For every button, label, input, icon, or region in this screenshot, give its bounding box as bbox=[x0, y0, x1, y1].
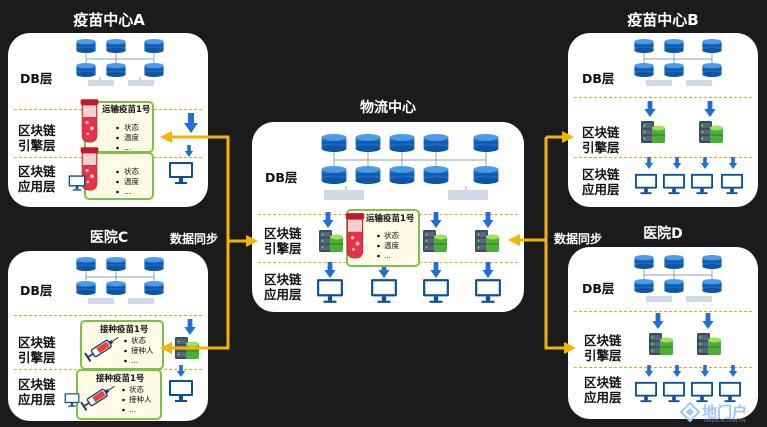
card-item: 状态 bbox=[131, 336, 146, 345]
db-cluster bbox=[634, 39, 722, 86]
card-title: 运输疫苗1号 bbox=[102, 105, 151, 115]
layer-divider bbox=[574, 157, 752, 158]
db-layer-label: DB层 bbox=[582, 71, 615, 86]
db-layer-label: DB层 bbox=[20, 283, 53, 298]
center-m-title: 物流中心 bbox=[360, 100, 416, 116]
watermark: 地门户 AIBLOCKCHAIN.CN bbox=[679, 400, 764, 426]
card-title: 运输疫苗1号 bbox=[366, 214, 415, 224]
card-item: ... bbox=[129, 405, 137, 414]
watermark-text: 地门户 bbox=[702, 403, 748, 421]
sync-label-right: 数据同步 bbox=[554, 232, 603, 246]
layer-divider bbox=[14, 315, 202, 316]
card-title: 接种疫苗1号 bbox=[96, 374, 145, 384]
app-layer-label: 区块链 应用层 bbox=[18, 377, 56, 407]
app-layer-label: 区块链 应用层 bbox=[584, 375, 622, 405]
center-d-panel: DB层 区块链 引擎层 区块链 应用层 bbox=[568, 247, 758, 419]
card-item: 接种人 bbox=[129, 395, 152, 404]
center-b-panel: DB层 区块链 引擎层 区块链 应用层 bbox=[568, 33, 758, 207]
engine-layer-label: 区块链 引擎层 bbox=[582, 125, 620, 155]
card-item: 状态 bbox=[124, 167, 139, 176]
card-item: 温度 bbox=[124, 177, 139, 186]
bullet-marks bbox=[116, 170, 119, 194]
app-layer-label: 区块链 应用层 bbox=[264, 272, 302, 302]
card-item: ... bbox=[131, 356, 139, 365]
layer-divider bbox=[574, 97, 752, 98]
app-layer-label: 区块链 应用层 bbox=[18, 164, 56, 194]
db-cluster bbox=[76, 257, 164, 304]
bullet-marks bbox=[122, 388, 125, 412]
card-item: ... bbox=[384, 251, 392, 260]
center-d-title: 医院D bbox=[643, 226, 683, 242]
card-item: ... bbox=[124, 187, 132, 196]
engine-layer-label: 区块链 引擎层 bbox=[584, 333, 622, 363]
db-cluster bbox=[321, 134, 499, 200]
card-item: 温度 bbox=[384, 241, 399, 250]
engine-layer-label: 区块链 引擎层 bbox=[18, 123, 56, 153]
db-cluster bbox=[634, 255, 722, 302]
center-b-title: 疫苗中心B bbox=[627, 11, 699, 29]
watermark-logo-icon bbox=[679, 401, 701, 423]
bullet-marks bbox=[116, 126, 119, 150]
layer-divider bbox=[574, 311, 752, 312]
db-layer-label: DB层 bbox=[20, 71, 53, 86]
card-item: 状态 bbox=[384, 231, 399, 240]
card-title: 接种疫苗1号 bbox=[100, 325, 149, 335]
watermark-subtext: AIBLOCKCHAIN.CN bbox=[704, 419, 746, 424]
engine-layer-label: 区块链 引擎层 bbox=[18, 335, 56, 365]
card-item: 接种人 bbox=[131, 346, 154, 355]
sync-label-left: 数据同步 bbox=[170, 232, 219, 246]
bullet-marks bbox=[124, 339, 127, 363]
vaccine-card-m1: 运输疫苗1号 状态 温度 ... bbox=[345, 209, 420, 267]
vaccination-card-c1: 接种疫苗1号 状态 接种人 ... bbox=[80, 320, 164, 370]
card-item: 状态 bbox=[129, 385, 144, 394]
db-cluster bbox=[76, 39, 164, 86]
app-layer-label: 区块链 应用层 bbox=[582, 167, 620, 197]
card-item: 温度 bbox=[124, 133, 139, 142]
center-a-title: 疫苗中心A bbox=[73, 11, 145, 29]
card-item: ... bbox=[124, 143, 132, 152]
engine-layer-label: 区块链 引擎层 bbox=[264, 226, 302, 256]
bullet-marks bbox=[377, 234, 380, 258]
db-layer-label: DB层 bbox=[582, 281, 615, 296]
center-c-title: 医院C bbox=[89, 230, 129, 246]
db-layer-label: DB层 bbox=[265, 170, 298, 185]
vaccine-card-a2: 状态 温度 ... bbox=[80, 146, 154, 200]
layer-divider bbox=[574, 367, 752, 368]
card-item: 状态 bbox=[124, 123, 139, 132]
